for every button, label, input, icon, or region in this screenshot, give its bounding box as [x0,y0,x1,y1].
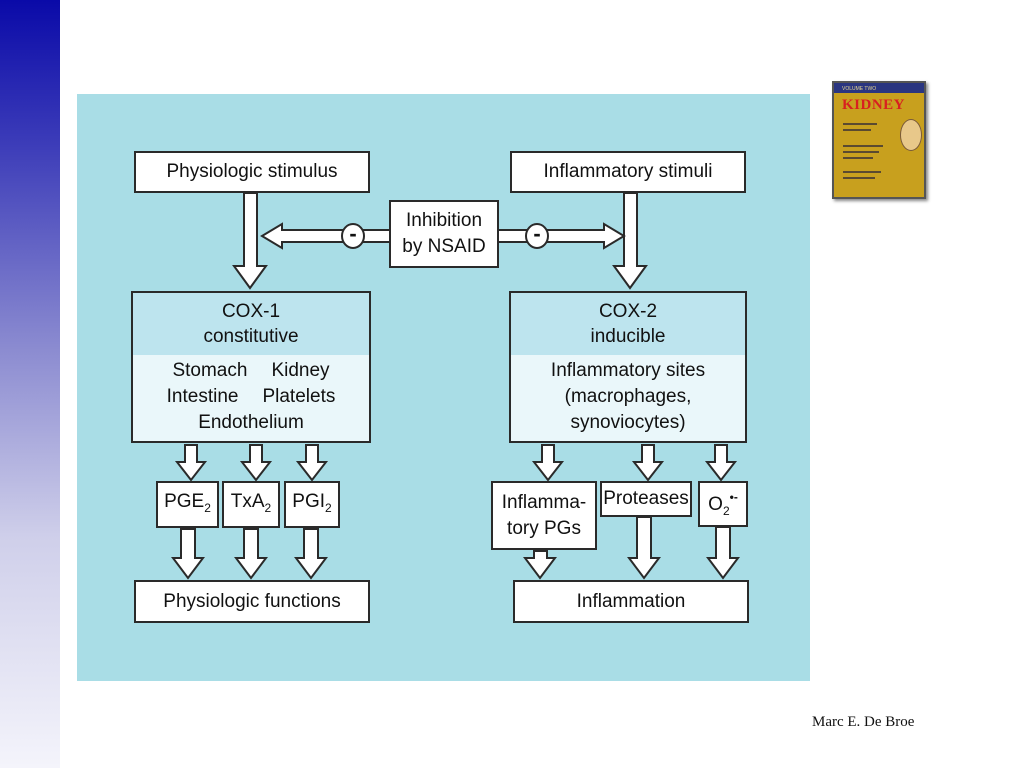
arrow-txa-to-functions [234,528,268,580]
inhibition-box: Inhibition by NSAID [389,200,499,268]
author-credit: Marc E. De Broe [812,714,915,730]
inflammatory-pgs-line1: Inflamma- [501,491,587,513]
physiologic-functions-box: Physiologic functions [134,580,370,623]
inflammatory-stimuli-label: Inflammatory stimuli [543,161,713,182]
cox2-subtitle: inducible [590,326,666,347]
proteases-label: Proteases [603,488,689,509]
inflammatory-pgs-line2: tory PGs [507,517,581,539]
cox1-sites: Stomach Kidney Intestine Platelets Endot… [133,355,369,439]
cox2-sites-line3: synoviocytes) [570,412,686,433]
cox2-sites: Inflammatory sites (macrophages, synovio… [511,355,745,439]
inflammation-box: Inflammation [513,580,749,623]
pgi2-box: PGI2 [284,481,340,528]
physiologic-stimulus-label: Physiologic stimulus [166,161,338,182]
arrow-cox1-to-txa [239,444,273,482]
cox2-box: COX-2 inducible Inflammatory sites (macr… [509,291,747,443]
minus-sign-left: - [349,221,356,246]
pge2-box: PGE2 [156,481,219,528]
inflammation-label: Inflammation [576,590,686,612]
cox1-site-platelets: Platelets [262,386,336,407]
txa2-box: TxA2 [222,481,280,528]
book-cover-title: KIDNEY [842,97,906,113]
cox1-site-kidney: Kidney [271,360,330,381]
minus-sign-right: - [533,221,540,246]
inhibition-label-line1: Inhibition [405,210,483,231]
arrow-inhibition-left [260,222,391,250]
physiologic-functions-label: Physiologic functions [163,590,341,612]
cox1-site-stomach: Stomach [172,360,248,381]
proteases-box: Proteases [600,481,692,517]
minus-circle-left [341,223,365,249]
arrow-stimuli-to-cox2 [612,192,648,290]
kidney-book-cover-image: VOLUME TWO KIDNEY [832,81,926,199]
book-cover-band [834,83,924,93]
cox1-site-endothelium: Endothelium [198,412,304,433]
kidney-illustration-icon [900,119,922,151]
cox1-subtitle: constitutive [203,326,299,347]
txa2-label: TxA2 [230,490,272,515]
superoxide-label: O2•- [708,490,738,518]
inflammatory-stimuli-box: Inflammatory stimuli [510,151,746,193]
inflammatory-pgs-box: Inflamma- tory PGs [491,481,597,550]
pge2-label: PGE2 [164,490,211,515]
cox1-header: COX-1 constitutive [133,293,369,355]
arrow-pge-to-functions [171,528,205,580]
arrow-cox2-to-inflam-pgs [531,444,565,482]
superoxide-box: O2•- [698,481,748,527]
slide-sidebar-gradient [0,0,60,768]
book-cover-volume-text: VOLUME TWO [842,86,877,92]
arrow-cox2-to-o2 [704,444,738,482]
cox1-title: COX-1 [221,301,281,322]
inhibition-label-line2: by NSAID [402,236,486,257]
arrow-cox1-to-pge [174,444,208,482]
arrow-o2-to-inflammation [706,526,740,580]
cox2-title: COX-2 [598,301,658,322]
physiologic-stimulus-box: Physiologic stimulus [134,151,370,193]
minus-circle-right [525,223,549,249]
arrow-cox1-to-pgi [295,444,329,482]
arrow-stimulus-to-cox1 [232,192,268,290]
pgi2-label: PGI2 [292,490,332,515]
cox2-sites-line2: (macrophages, [564,386,692,407]
arrow-inflam-pgs-to-inflammation [523,550,557,580]
cox2-sites-line1: Inflammatory sites [550,360,706,381]
cox2-header: COX-2 inducible [511,293,745,355]
cox1-box: COX-1 constitutive Stomach Kidney Intest… [131,291,371,443]
arrow-proteases-to-inflammation [627,516,661,580]
arrow-pgi-to-functions [294,528,328,580]
arrow-cox2-to-proteases [631,444,665,482]
arrow-inhibition-right [497,222,626,250]
cox1-site-intestine: Intestine [166,386,239,407]
